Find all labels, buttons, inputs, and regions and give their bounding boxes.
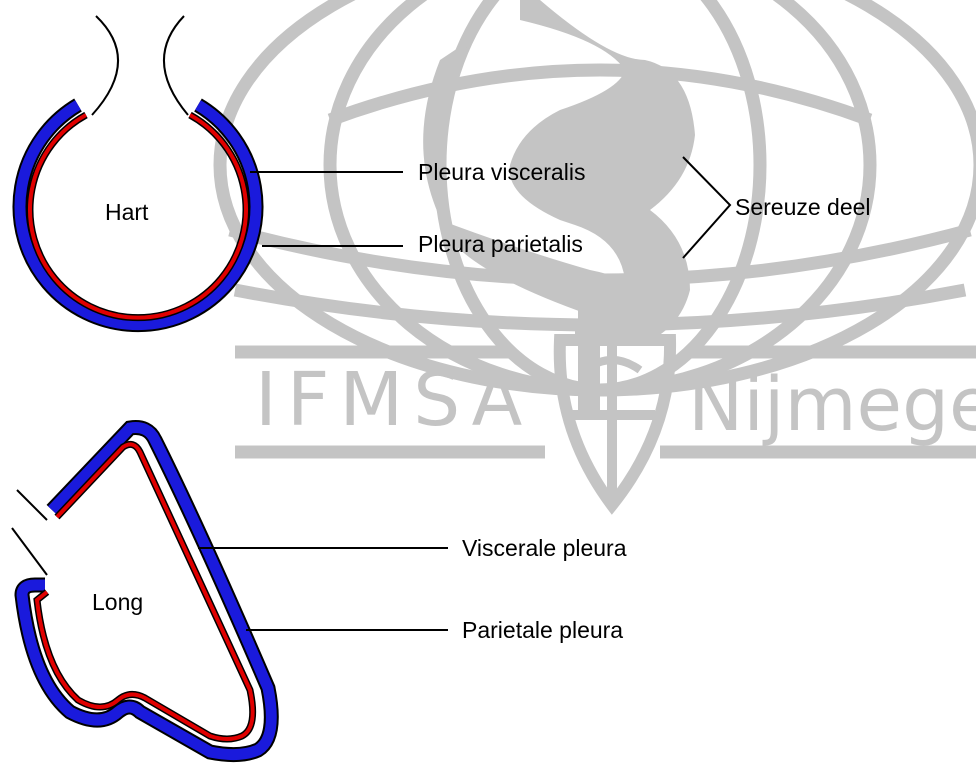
pleura-visceralis-label: Pleura visceralis (418, 159, 585, 185)
watermark-right-text: Nijmegen (688, 362, 976, 448)
watermark-left-text: IFMSA (255, 357, 532, 443)
lung-diagram: Long Viscerale pleura Parietale pleura (12, 428, 627, 755)
lung-label: Long (92, 589, 143, 615)
heart-label: Hart (105, 199, 149, 225)
sereuze-deel-label: Sereuze deel (735, 194, 871, 220)
viscerale-pleura-label: Viscerale pleura (462, 535, 627, 561)
serous-part-bracket (683, 157, 730, 258)
pleura-parietalis-label: Pleura parietalis (418, 231, 583, 257)
parietale-pleura-label: Parietale pleura (462, 617, 623, 643)
heart-vessel-outline (92, 16, 188, 115)
lung-bronchus-outline (12, 490, 47, 575)
shield-icon (560, 340, 670, 505)
